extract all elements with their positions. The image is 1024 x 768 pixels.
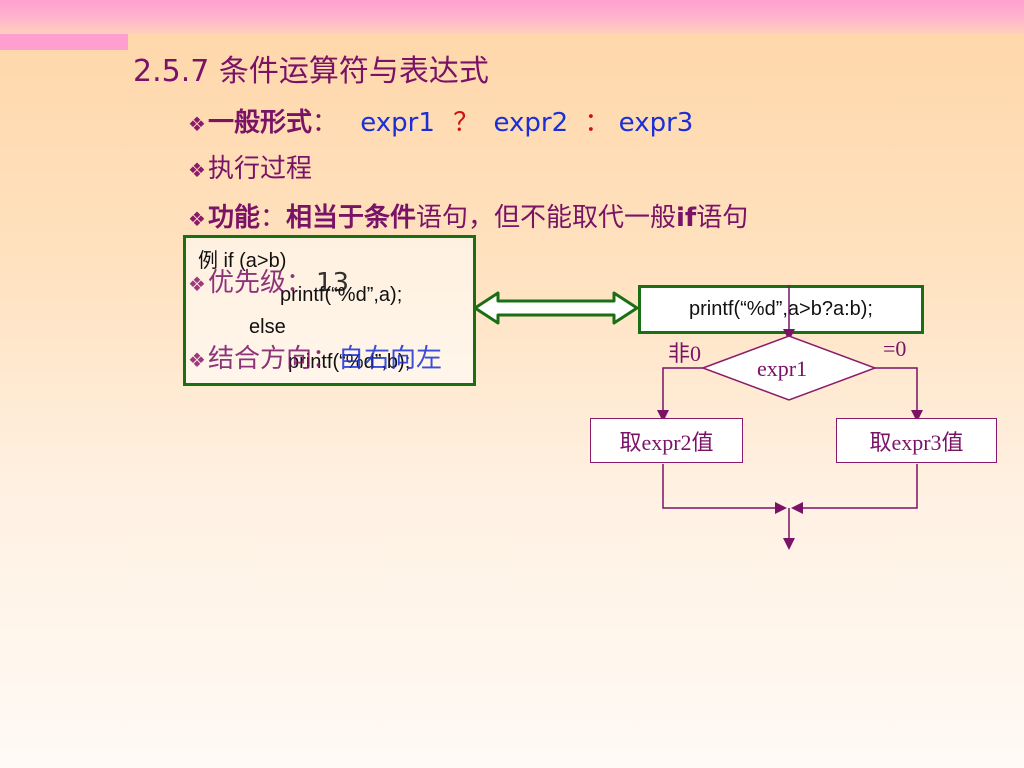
diamond-bullet-icon: ❖ xyxy=(188,348,206,372)
expr3-text: expr3 xyxy=(618,108,694,138)
code-line-4: printf(“%d”,b); xyxy=(288,351,411,373)
printf-equivalent-box: printf(“%d”,a>b?a:b); xyxy=(638,285,924,334)
priority-value: 13 xyxy=(315,268,350,298)
assoc-label: 结合方向： xyxy=(207,344,338,374)
accent-bar xyxy=(0,34,128,50)
question-mark: ？ xyxy=(453,108,480,138)
bullet-general-form: ❖一般形式： expr1 ？ expr2 ： expr3 xyxy=(188,102,693,139)
nonzero-label: 非0 xyxy=(668,341,702,366)
assoc-value: 自右向左 xyxy=(337,344,442,374)
decision-label: expr1 xyxy=(757,356,808,381)
function-bold-text: 相当于条件 xyxy=(285,203,416,233)
function-if-text: if xyxy=(676,203,697,233)
general-form-label: 一般形式 xyxy=(207,108,312,138)
diamond-bullet-icon: ❖ xyxy=(188,112,206,136)
colon-mark: ： xyxy=(584,108,611,138)
general-form-colon: ： xyxy=(311,108,338,138)
zero-label: =0 xyxy=(883,336,907,361)
code-line-2: printf(“%d”,a); xyxy=(280,284,403,306)
execution-label: 执行过程 xyxy=(207,154,312,184)
code-line-1: 例 if (a>b) xyxy=(198,250,287,272)
expr1-text: expr1 xyxy=(360,108,435,138)
expr2-text: expr2 xyxy=(493,108,569,138)
diamond-bullet-icon: ❖ xyxy=(188,272,206,296)
function-label: 功能 xyxy=(207,203,260,233)
bullet-function: ❖功能：相当于条件语句，但不能取代一般if语句 xyxy=(188,197,748,234)
merge-right-arrow xyxy=(791,464,918,514)
diamond-bullet-icon: ❖ xyxy=(188,158,206,182)
function-rest-text: 语句，但不能取代一般 xyxy=(415,203,676,233)
bullet-priority: ❖优先级：13 xyxy=(188,262,349,299)
branch-right-arrow xyxy=(875,367,923,422)
code-line-3: else xyxy=(249,316,286,338)
function-colon: ： xyxy=(259,203,286,233)
diamond-bullet-icon: ❖ xyxy=(188,207,206,231)
slide-title: 2.5.7 条件运算符与表达式 xyxy=(133,54,489,89)
take-expr2-box: 取expr2值 xyxy=(590,418,743,463)
equivalence-arrow xyxy=(473,291,639,325)
merge-left-arrow xyxy=(662,464,787,514)
bullet-associativity: ❖结合方向：自右向左 xyxy=(188,338,442,375)
priority-label: 优先级： xyxy=(207,268,312,298)
function-end-text: 语句 xyxy=(696,203,749,233)
take-expr3-box: 取expr3值 xyxy=(836,418,997,463)
branch-left-arrow xyxy=(657,367,703,422)
code-example-box: 例 if (a>b) printf(“%d”,a); else printf(“… xyxy=(183,235,476,386)
bullet-execution: ❖执行过程 xyxy=(188,148,312,185)
header-band xyxy=(0,0,1024,34)
